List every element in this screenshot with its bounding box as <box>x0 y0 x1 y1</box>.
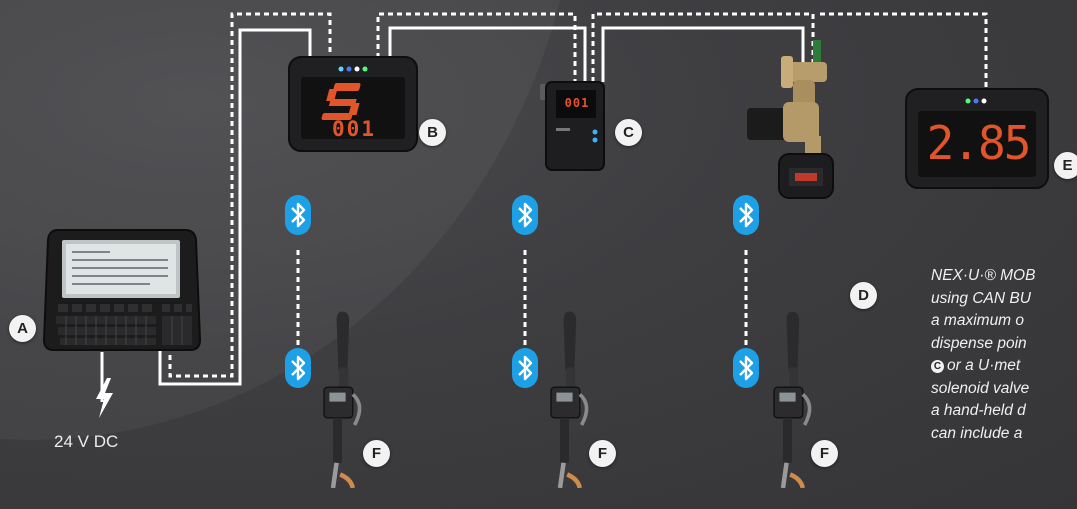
label-e: E <box>1054 152 1077 179</box>
terminal-device-a <box>40 222 202 357</box>
label-f: F <box>363 440 390 467</box>
display-b-counter: 001 <box>319 117 389 141</box>
dispense-gun-f <box>539 308 599 488</box>
display-device-b: 001 <box>287 55 419 153</box>
description-line: can include a <box>931 423 1077 446</box>
inline-label-c: C <box>931 360 944 373</box>
label-b: B <box>419 119 446 146</box>
dispense-gun-f <box>312 308 372 488</box>
description-line: a maximum o <box>931 310 1077 333</box>
label-f: F <box>589 440 616 467</box>
description-line: a hand-held d <box>931 400 1077 423</box>
controller-c-counter: 001 <box>560 96 594 110</box>
bluetooth-icon <box>512 348 538 388</box>
display-device-e: 2.85 <box>904 87 1050 190</box>
bluetooth-icon <box>285 348 311 388</box>
description-line-text: or a U·met <box>947 357 1020 374</box>
label-f: F <box>811 440 838 467</box>
power-supply-label: 24 V DC <box>54 432 118 452</box>
controller-c-housing <box>540 80 610 172</box>
description-line: using CAN BU <box>931 288 1077 311</box>
display-e-value: 2.85 <box>922 113 1034 173</box>
bluetooth-icon <box>512 195 538 235</box>
controller-device-c: 001 <box>540 80 610 172</box>
label-a: A <box>9 315 36 342</box>
bluetooth-icon <box>733 195 759 235</box>
meter-device-d <box>745 40 845 200</box>
description-line: NEX·U·® MOB <box>931 265 1077 288</box>
description-line: dispense poin <box>931 333 1077 356</box>
bluetooth-icon <box>285 195 311 235</box>
description-line: solenoid valve <box>931 378 1077 401</box>
wire-b-c-solid <box>390 28 585 82</box>
description-text: NEX·U·® MOB using CAN BU a maximum o dis… <box>931 265 1077 445</box>
label-c: C <box>615 119 642 146</box>
bluetooth-icon <box>733 348 759 388</box>
lightning-bolt-icon <box>93 378 115 418</box>
label-d: D <box>850 282 877 309</box>
